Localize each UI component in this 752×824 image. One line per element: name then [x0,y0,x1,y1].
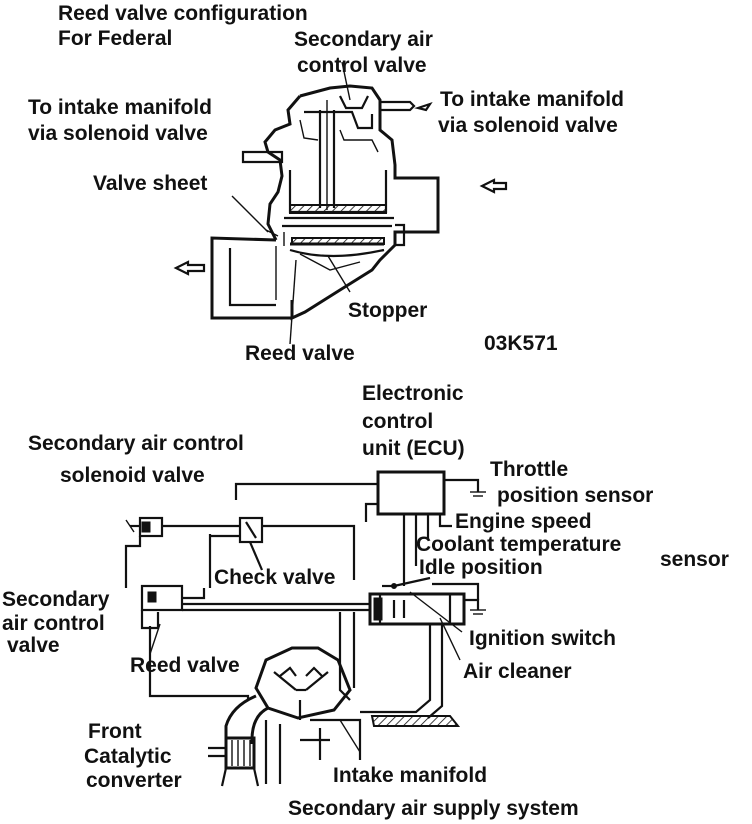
secondary-air-control-valve-label-1: Secondary air [294,28,433,51]
secondary-air-supply-schematic [124,470,486,787]
ecu-label-1: Electronic [362,382,464,405]
top-title-line1: Reed valve configuration [58,2,308,25]
top-title-line2: For Federal [58,27,173,50]
sac-valve-label-2: air control [2,612,105,635]
sac-valve-label-3: valve [7,634,60,657]
right-intake-label-1: To intake manifold [440,88,624,111]
system-title: Secondary air supply system [288,797,579,820]
idle-position-label: Idle position [419,556,543,579]
catalytic-label: Catalytic [84,745,172,768]
solenoid-valve-label-1: Secondary air control [28,432,244,455]
stopper-label: Stopper [348,299,428,322]
check-valve-label: Check valve [214,566,336,589]
throttle-label-1: Throttle [490,458,569,481]
intake-manifold-label: Intake manifold [333,764,488,787]
ecu-label-2: control [362,410,434,433]
left-intake-label-1: To intake manifold [28,96,212,119]
coolant-temp-label: Coolant temperature [416,533,622,556]
figure-code: 03K571 [484,332,558,355]
ecu-label-3: unit (ECU) [362,437,465,460]
air-cleaner-body [368,592,466,626]
secondary-air-control-valve-label-2: control valve [297,54,427,77]
solenoid-valve-label-2: solenoid valve [60,464,205,487]
catalytic-converter-body [224,736,256,770]
air-cleaner-label: Air cleaner [463,660,572,683]
ecu-box [376,470,446,516]
engine-speed-label: Engine speed [455,510,592,533]
reed-valve-cross-section [173,61,508,345]
front-label: Front [88,720,142,743]
throttle-label-2: position sensor [497,484,654,507]
valve-sheet-label: Valve sheet [93,172,208,195]
converter-label: converter [86,769,182,792]
left-intake-label-2: via solenoid valve [28,122,208,145]
sac-valve-label-1: Secondary [2,588,110,611]
reed-valve-label-top: Reed valve [245,342,355,365]
sensor-label: sensor [660,548,729,571]
reed-valve-label-bottom: Reed valve [130,654,240,677]
ignition-switch-label: Ignition switch [469,627,616,650]
right-intake-label-2: via solenoid valve [438,114,618,137]
